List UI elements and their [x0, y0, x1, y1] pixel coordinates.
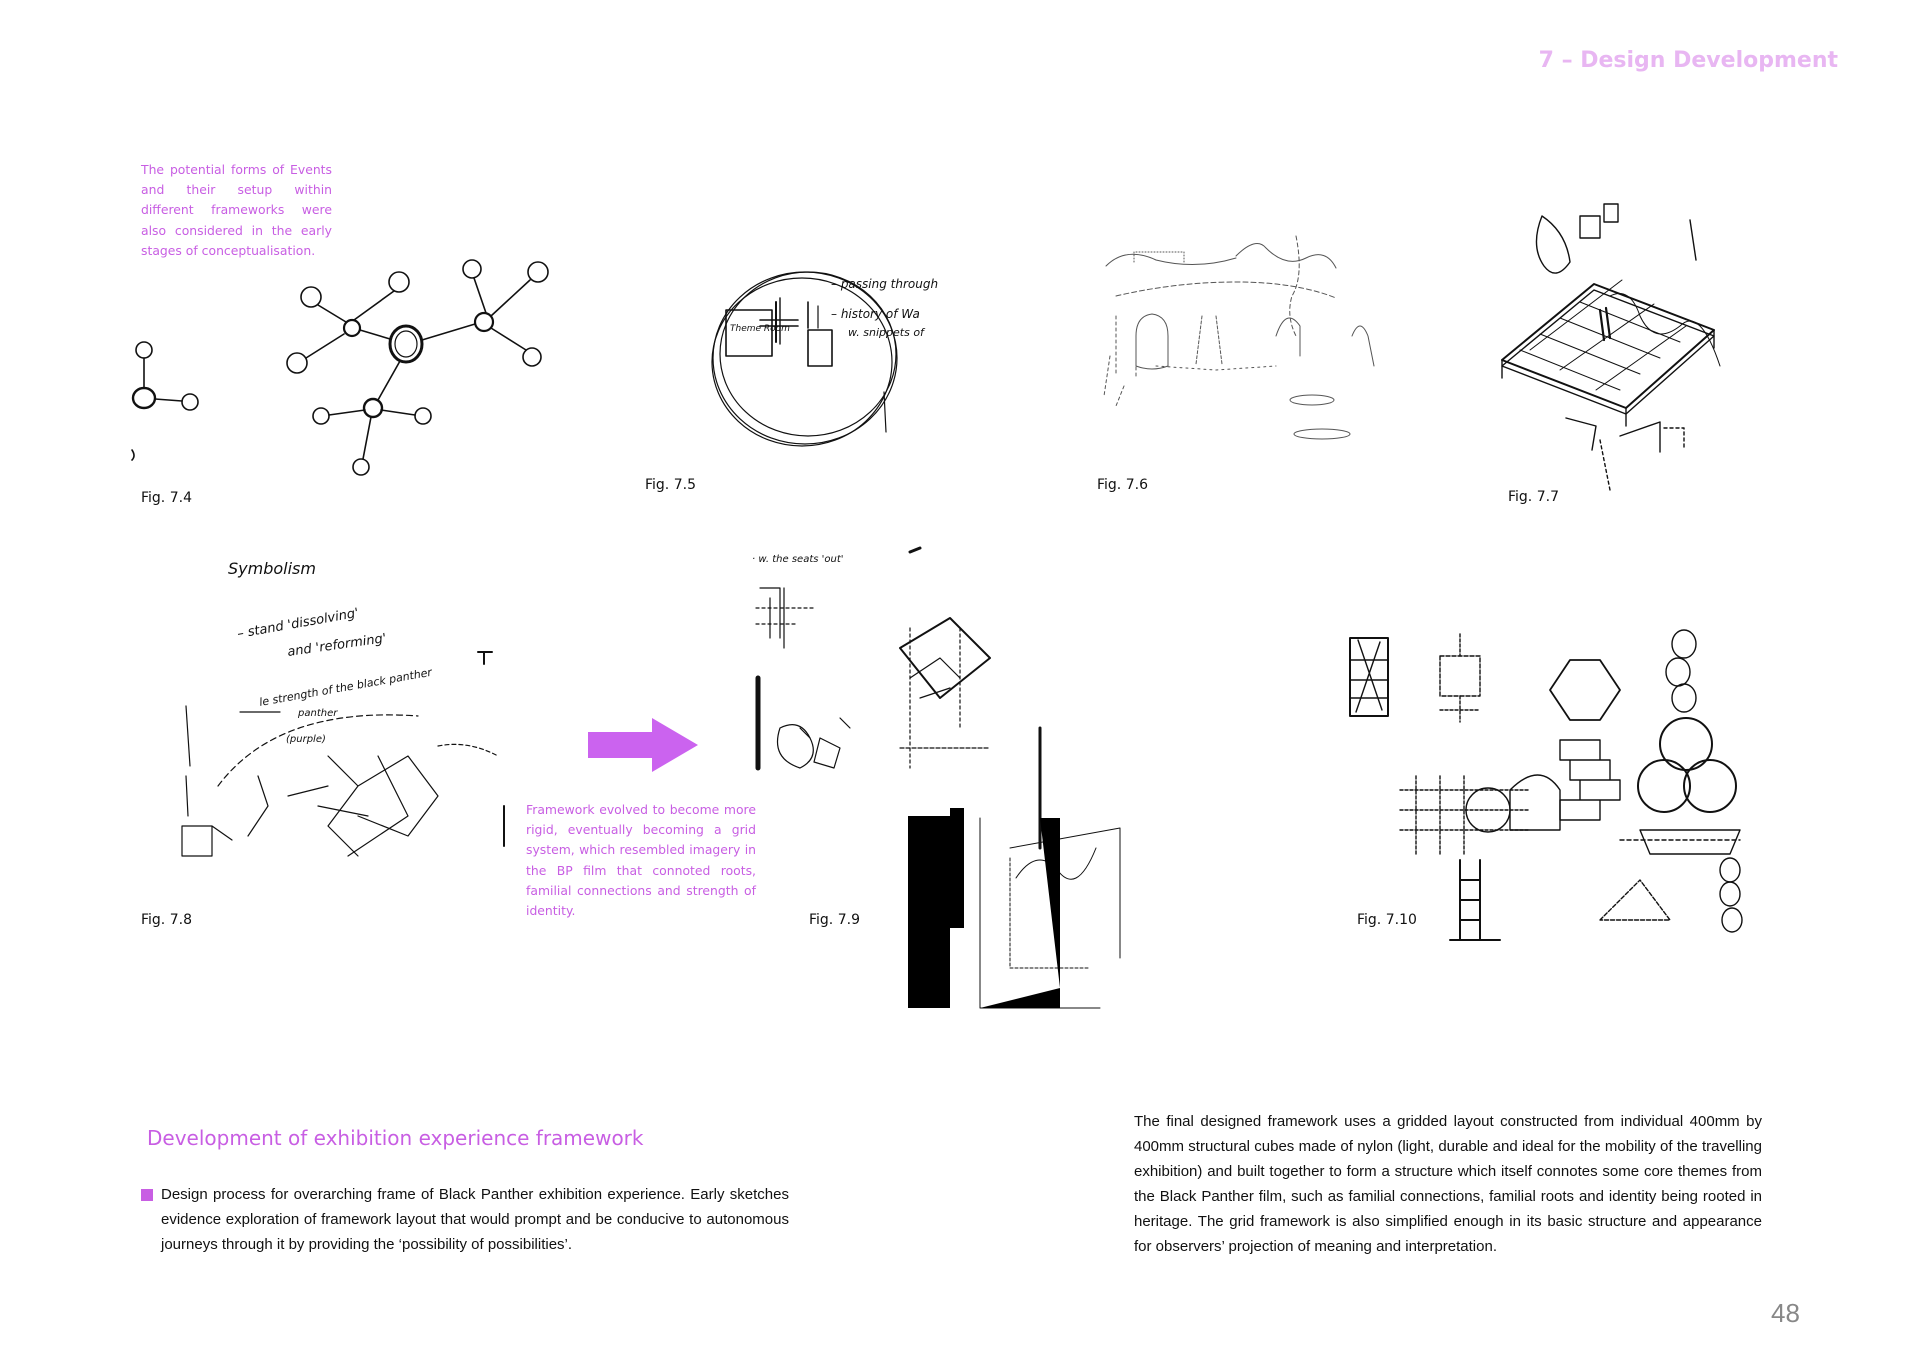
square-bullet-icon [141, 1189, 153, 1201]
fig-7-9-caption: Fig. 7.9 [809, 912, 860, 928]
fig-7-6-caption: Fig. 7.6 [1097, 477, 1148, 493]
page-number: 48 [1771, 1298, 1800, 1328]
fig-7-7-caption: Fig. 7.7 [1508, 489, 1559, 505]
fig-7-8-panther-label: panther [297, 708, 338, 719]
section-header: 7 – Design Development [1538, 48, 1838, 73]
fig-7-8-symbolism-label: Symbolism [228, 559, 316, 578]
fig-7-5-passing-label: – passing through [831, 277, 938, 291]
fig-7-8-caption: Fig. 7.8 [141, 912, 192, 928]
fig-7-4-caption: Fig. 7.4 [141, 490, 192, 506]
fig-7-10-caption: Fig. 7.10 [1357, 912, 1417, 928]
fig-7-5-sketch: Theme Room – passing through – history o… [711, 271, 938, 447]
fig-7-5-history-label: – history of Wa [831, 307, 920, 321]
fig-7-8-sketch: Symbolism – stand 'dissolving' and 'refo… [181, 559, 505, 857]
fig-7-9-seats-label: · w. the seats 'out' [752, 554, 844, 565]
fig-7-7-sketch [1501, 203, 1721, 491]
fig-7-8-strength-label: le strength of the black panther [258, 666, 434, 709]
fig-7-8-purple-label: (purple) [286, 734, 326, 745]
framework-note: Framework evolved to become more rigid, … [526, 802, 756, 919]
fig-7-5-theme-room-label: Theme Room [730, 324, 790, 334]
fig-7-10-sketch [1349, 629, 1743, 941]
body-paragraph: The final designed framework uses a grid… [1134, 1113, 1762, 1255]
right-arrow-icon [588, 718, 698, 772]
fig-7-6-sketch [1103, 235, 1375, 440]
events-note: The potential forms of Events and their … [141, 162, 332, 258]
fig-7-5-snippets-label: w. snippets of [848, 326, 926, 339]
fig-7-5-caption: Fig. 7.5 [645, 477, 696, 493]
fig-7-9-sketch: · w. the seats 'out' [752, 546, 1121, 1009]
fig-7-4-sketch [131, 259, 549, 476]
section-heading: Development of exhibition experience fra… [147, 1126, 644, 1150]
fig-7-8-reforming-label: and 'reforming' [286, 631, 387, 660]
bullet-paragraph: Design process for overarching frame of … [161, 1186, 789, 1253]
